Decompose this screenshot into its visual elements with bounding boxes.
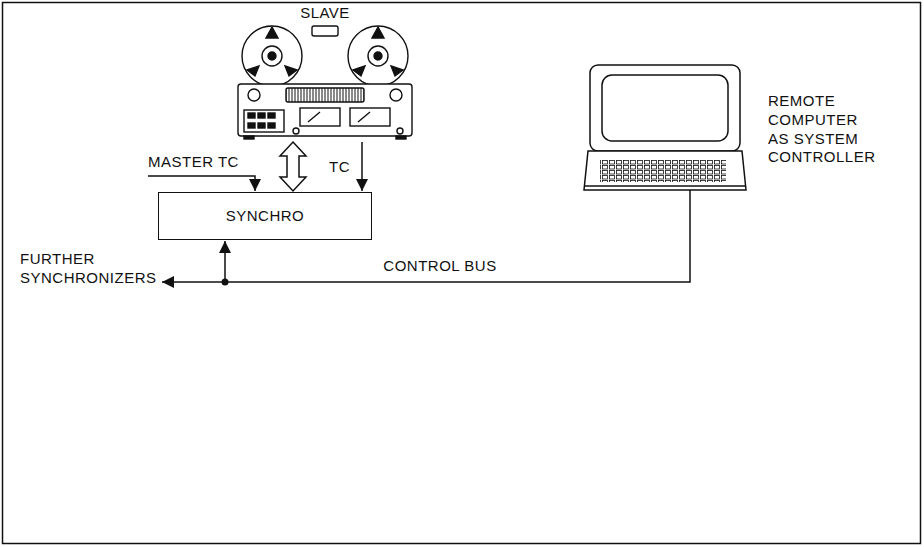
connector-label: TC bbox=[327, 158, 352, 176]
box-label: SYNCHRO bbox=[226, 207, 305, 226]
connector-label: CONTROL BUS bbox=[381, 257, 498, 275]
computer-node: REMOTE COMPUTER AS SYSTEM CONTROLLER bbox=[578, 62, 920, 192]
part-label: REMOTE COMPUTER AS SYSTEM CONTROLLER bbox=[768, 92, 876, 167]
frame bbox=[3, 3, 921, 544]
connectors bbox=[225, 142, 690, 282]
bus-double-arrow bbox=[280, 142, 306, 191]
signal-arrow bbox=[361, 142, 363, 191]
destination-label: FURTHER SYNCHRONIZERS bbox=[20, 250, 157, 288]
bus-branch-arrow bbox=[162, 281, 225, 283]
tape-recorder-node: SLAVE bbox=[232, 4, 418, 140]
master-tc-line bbox=[148, 176, 255, 191]
part-label: SLAVE bbox=[232, 4, 418, 23]
process-box: SYNCHRO bbox=[158, 192, 372, 240]
computer-terminal bbox=[584, 65, 746, 190]
tape-recorder bbox=[238, 26, 412, 139]
signal-label: MASTER TC bbox=[148, 153, 239, 172]
